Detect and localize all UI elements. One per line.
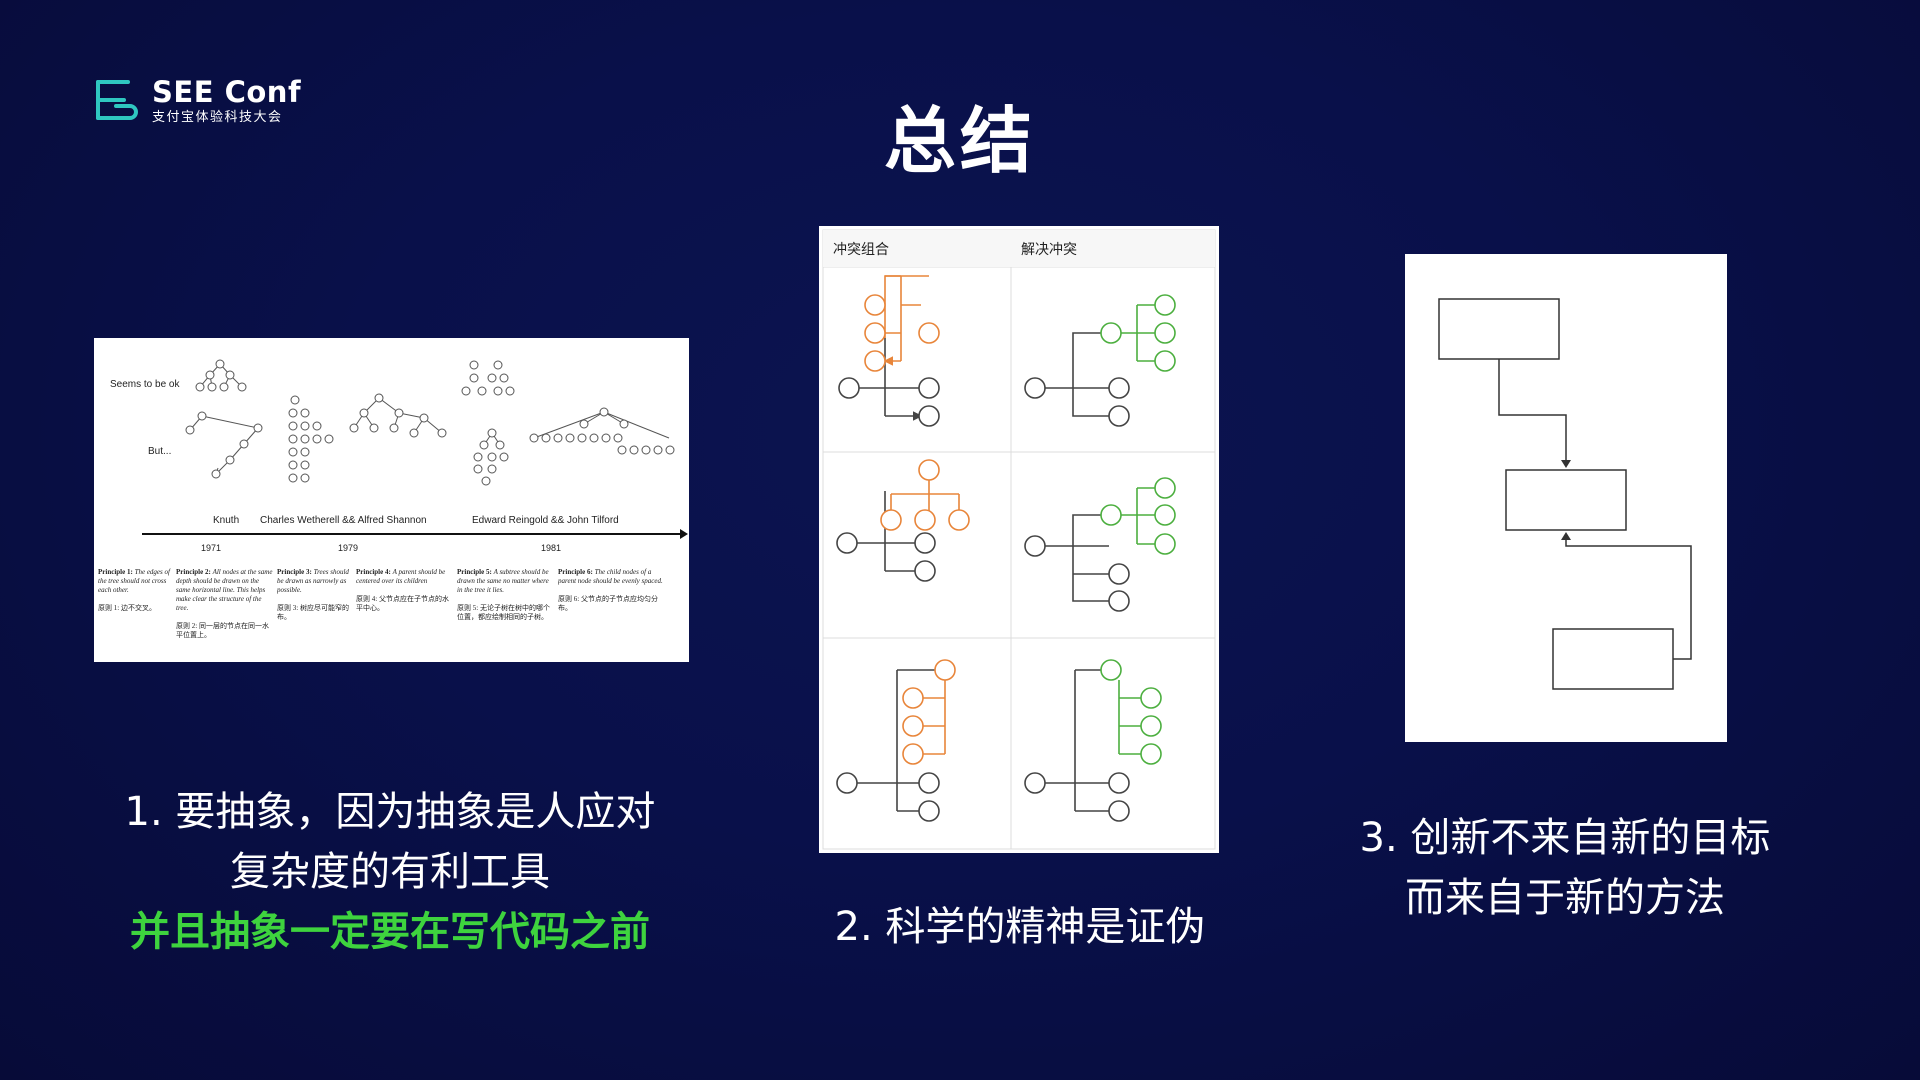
timeline-arrowhead: [680, 529, 688, 539]
principle-3-zh: 原则 3: 树应尽可能窄的布。: [277, 604, 349, 621]
principle-1-zh: 原则 1: 边不交叉。: [98, 604, 156, 612]
principles-list: Principle 1: The edges of the tree shoul…: [98, 568, 663, 639]
logo-title: SEE Conf: [152, 75, 302, 109]
caption-abstraction: 1. 要抽象，因为抽象是人应对 复杂度的有利工具 并且抽象一定要在写代码之前: [60, 782, 720, 962]
label-seems-ok: Seems to be ok: [110, 379, 180, 390]
label-but: But...: [148, 446, 171, 457]
year-1971: 1971: [201, 543, 221, 553]
tree-layout-timeline-image: Seems to be ok But...: [94, 338, 689, 662]
caption-2-text: 2. 科学的精神是证伪: [834, 904, 1206, 950]
grid-header-bg: [823, 230, 1215, 267]
principle-5-title: Principle 5:: [457, 568, 492, 576]
flow-connectors: [1498, 359, 1692, 660]
caption-1-highlight: 并且抽象一定要在写代码之前: [130, 909, 650, 955]
caption-1-line-2: 复杂度的有利工具: [230, 849, 550, 895]
see-conf-logo-icon: [96, 80, 138, 120]
principle-5-zh: 原则 5: 无论子树在树中的哪个位置，都应绘制相同的子树。: [457, 604, 550, 621]
year-1979: 1979: [338, 543, 358, 553]
diagram-row2-resolve: [1024, 477, 1176, 612]
column-header-conflict: 冲突组合: [833, 242, 889, 258]
principle-4-title: Principle 4:: [356, 568, 391, 576]
principle-6-en: The child nodes of a parent node should …: [558, 568, 663, 585]
year-1981: 1981: [541, 543, 561, 553]
principle-2-en: All nodes at the same depth should be dr…: [176, 568, 273, 612]
principle-1-title: Principle 1:: [98, 568, 133, 576]
principle-6-zh: 原则 6: 父节点的子节点应均匀分布。: [558, 595, 658, 612]
principle-5-en: A subtree should be drawn the same no ma…: [457, 568, 549, 594]
caption-3-line-1: 3. 创新不来自新的目标: [1359, 815, 1771, 861]
principle-1-en: The edges of the tree should not cross e…: [98, 568, 170, 594]
arrow-down-head: [1561, 460, 1571, 468]
flow-box-diagram-image: [1405, 254, 1727, 742]
arrow-up-head: [1561, 532, 1571, 540]
diagram-row3-conflict: [836, 659, 956, 822]
principle-4-zh: 原则 4: 父节点应在子节点的水平中心。: [356, 595, 449, 612]
caption-3-line-2: 而来自于新的方法: [1405, 875, 1725, 921]
caption-1-line-1: 1. 要抽象，因为抽象是人应对: [124, 789, 656, 835]
flow-boxes: [1438, 298, 1674, 690]
diagram-row3-resolve: [1024, 659, 1162, 822]
tree-illustrations: [185, 359, 675, 486]
principle-3-en: Trees should be drawn as narrowly as pos…: [277, 568, 349, 594]
caption-innovation: 3. 创新不来自新的目标 而来自于新的方法: [1330, 808, 1800, 928]
author-wetherell-shannon: Charles Wetherell && Alfred Shannon: [260, 515, 427, 526]
principle-4-en: A parent should be centered over its chi…: [356, 568, 446, 585]
diagram-row1-resolve: [1024, 294, 1176, 427]
author-reingold-tilford: Edward Reingold && John Tilford: [472, 515, 619, 526]
diagram-row1-conflict: [838, 275, 940, 427]
principle-2-zh: 原则 2: 同一层的节点在同一水平位置上。: [176, 622, 269, 639]
conflict-resolution-grid-image: 冲突组合 解决冲突: [819, 226, 1219, 853]
diagram-row2-conflict: [836, 459, 970, 582]
logo-subtitle: 支付宝体验科技大会: [152, 110, 283, 125]
page-title: 总结: [883, 99, 1036, 183]
column-header-resolve: 解决冲突: [1021, 242, 1077, 258]
see-conf-logo: SEE Conf 支付宝体验科技大会: [94, 78, 301, 124]
principle-3-title: Principle 3:: [277, 568, 312, 576]
author-knuth: Knuth: [213, 515, 239, 526]
principle-2-title: Principle 2:: [176, 568, 211, 576]
principle-6-title: Principle 6:: [558, 568, 593, 576]
caption-falsification: 2. 科学的精神是证伪: [780, 897, 1260, 957]
